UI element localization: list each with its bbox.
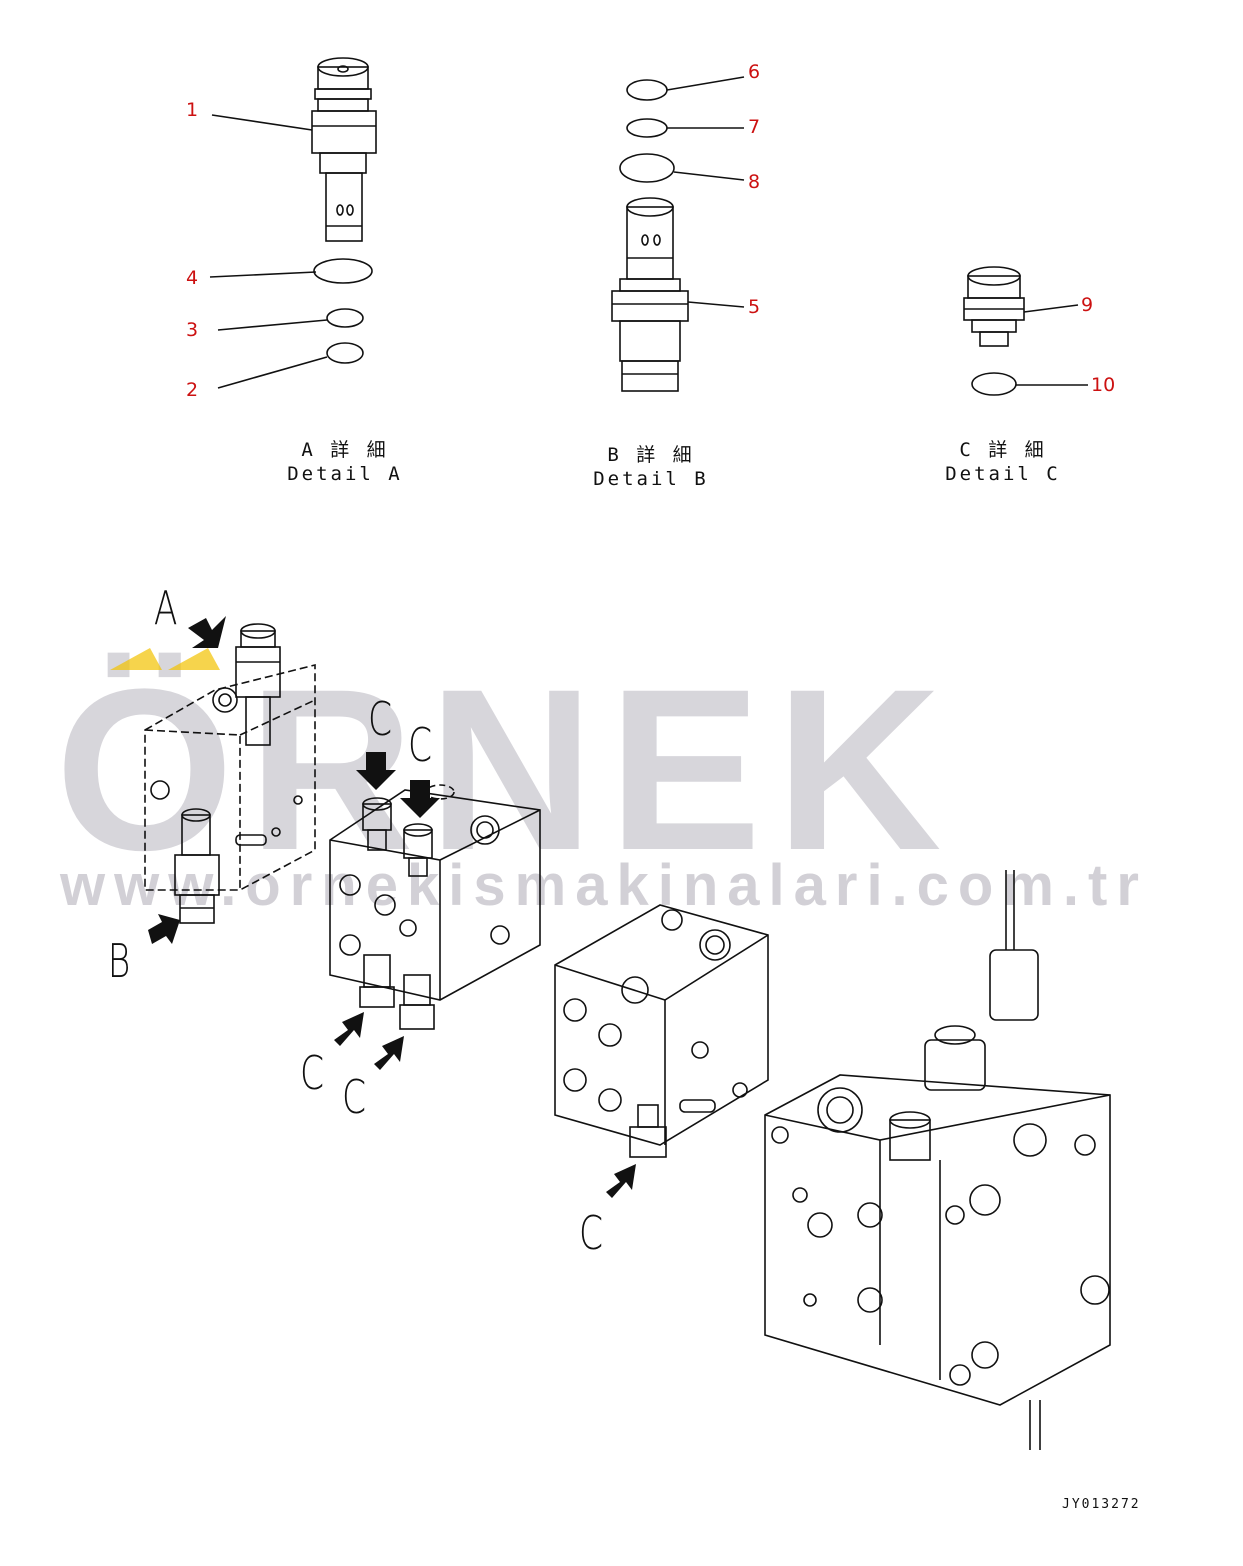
callout-3: 3 (186, 319, 199, 341)
view-arrows (148, 616, 636, 1198)
leader-4 (209, 271, 317, 278)
drawing-code: JY013272 (1062, 1497, 1141, 1512)
leader-8 (673, 171, 745, 181)
arrow-c-1 (356, 752, 396, 790)
detail-c-jp: C 詳 細 (959, 439, 1047, 461)
callout-5: 5 (748, 296, 761, 318)
detail-b-en: Detail B (593, 468, 709, 490)
valve-block-1 (144, 663, 316, 891)
detail-a-caption: A 詳 細 Detail A (280, 438, 410, 486)
view-letter-c-1: C (368, 692, 393, 746)
part-2-o-ring (326, 342, 364, 364)
arrow-a (188, 616, 226, 648)
part-3-backup-ring (326, 308, 364, 328)
detail-c-caption: C 詳 細 Detail C (938, 438, 1068, 486)
main-valve-assembly (764, 870, 1111, 1450)
part-9-plug (963, 266, 1025, 347)
detail-b-caption: B 詳 細 Detail B (586, 443, 716, 491)
detail-c-en: Detail C (945, 463, 1061, 485)
callout-1: 1 (186, 99, 199, 121)
leader-6 (666, 76, 745, 91)
leader-3 (217, 319, 328, 331)
block-1-features (150, 623, 303, 924)
view-letter-c-2: C (408, 718, 433, 772)
part-10-o-ring (971, 372, 1017, 396)
arrow-b (148, 914, 180, 944)
callout-6: 6 (748, 61, 761, 83)
callout-4: 4 (186, 267, 199, 289)
view-letter-c-3: C (300, 1046, 325, 1100)
view-letter-c-4: C (342, 1070, 367, 1124)
arrow-c-5 (606, 1164, 636, 1198)
part-7-backup-ring (626, 118, 668, 138)
leader-5 (687, 301, 745, 308)
part-4-o-ring (313, 258, 373, 284)
detail-b-jp: B 詳 細 (607, 444, 695, 466)
callout-8: 8 (748, 171, 761, 193)
logo-accent-right (168, 648, 220, 670)
view-letter-a: A (153, 581, 178, 635)
callout-9: 9 (1081, 294, 1094, 316)
valve-block-3 (554, 904, 769, 1158)
leader-9 (1023, 304, 1079, 313)
arrow-c-2 (400, 780, 440, 818)
callout-2: 2 (186, 379, 199, 401)
part-8-o-ring (619, 153, 675, 183)
watermark-brand: ÖRNEK (55, 641, 956, 898)
detail-a-en: Detail A (287, 463, 403, 485)
leader-2 (217, 356, 328, 389)
arrow-c-3 (334, 1012, 364, 1046)
callout-7: 7 (748, 116, 761, 138)
part-1-relief-valve (311, 57, 377, 242)
leader-1 (211, 114, 313, 131)
detail-a-jp: A 詳 細 (301, 439, 389, 461)
part-5-valve (611, 197, 689, 392)
arrow-c-4 (374, 1036, 404, 1070)
valve-block-2 (329, 784, 541, 1030)
view-letter-c-5: C (579, 1206, 604, 1260)
logo-accent-left (110, 648, 162, 670)
callout-10: 10 (1091, 374, 1116, 396)
view-letter-b: B (107, 934, 131, 988)
part-6-o-ring (626, 79, 668, 101)
